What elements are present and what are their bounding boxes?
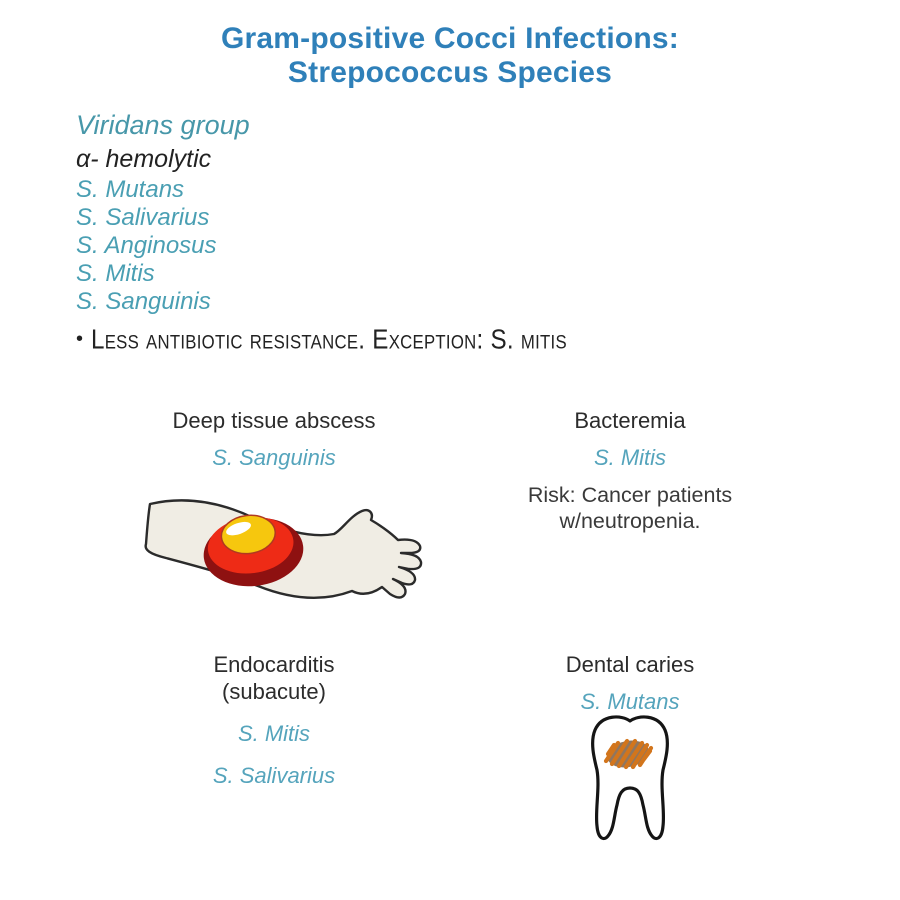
section-deep-tissue-abscess: Deep tissue abscess S. Sanguinis xyxy=(124,407,424,471)
section-title-line2: (subacute) xyxy=(222,679,326,704)
intro-block: Viridans group α- hemolytic S. Mutans S.… xyxy=(76,108,596,355)
section-title: Endocarditis (subacute) xyxy=(124,651,424,705)
tooth-caries-illustration xyxy=(580,712,680,850)
section-species: S. Salivarius xyxy=(212,763,336,788)
section-title: Bacteremia xyxy=(574,408,686,433)
species-item: S. Salivarius xyxy=(76,204,210,231)
page-title: Gram-positive Cocci Infections: Strepoco… xyxy=(0,22,900,90)
section-species: S. Mitis xyxy=(237,721,311,746)
section-species: S. Sanguinis xyxy=(212,445,336,470)
species-item: S. Sanguinis xyxy=(76,288,211,315)
resistance-note: • Less antibiotic resistance. Exception: … xyxy=(76,323,596,355)
caries-patch xyxy=(603,738,654,770)
section-risk-note: Risk: Cancer patients w/neutropenia. xyxy=(470,482,790,534)
section-species: S. Mitis xyxy=(593,445,667,470)
species-item: S. Mitis xyxy=(76,260,155,287)
species-item: S. Mutans xyxy=(76,176,185,203)
section-endocarditis: Endocarditis (subacute) S. Mitis S. Sali… xyxy=(124,651,424,789)
bullet-icon: • xyxy=(76,328,84,350)
risk-note-line1: Risk: Cancer patients xyxy=(527,483,733,507)
page-title-line2: Strepococcus Species xyxy=(287,56,613,89)
group-name: Viridans group xyxy=(76,110,250,140)
species-item: S. Anginosus xyxy=(76,232,217,259)
page-title-line1: Gram-positive Cocci Infections: xyxy=(221,22,679,55)
arm-abscess-illustration xyxy=(138,486,426,622)
section-bacteremia: Bacteremia S. Mitis Risk: Cancer patient… xyxy=(470,407,790,534)
abscess-shape xyxy=(203,514,304,587)
section-title: Deep tissue abscess xyxy=(172,408,376,433)
species-list: S. Mutans S. Salivarius S. Anginosus S. … xyxy=(76,176,596,316)
arm-abscess-icon xyxy=(144,499,423,600)
resistance-note-text: Less antibiotic resistance. Exception: S… xyxy=(91,323,567,355)
tooth-caries-icon xyxy=(591,715,669,841)
section-title: Dental caries xyxy=(565,652,695,677)
section-dental-caries: Dental caries S. Mutans xyxy=(470,651,790,715)
section-species: S. Mutans xyxy=(580,689,680,714)
hemolysis-type: α- hemolytic xyxy=(76,145,212,173)
section-title-line1: Endocarditis xyxy=(213,652,335,677)
risk-note-line2: w/neutropenia. xyxy=(559,509,701,533)
